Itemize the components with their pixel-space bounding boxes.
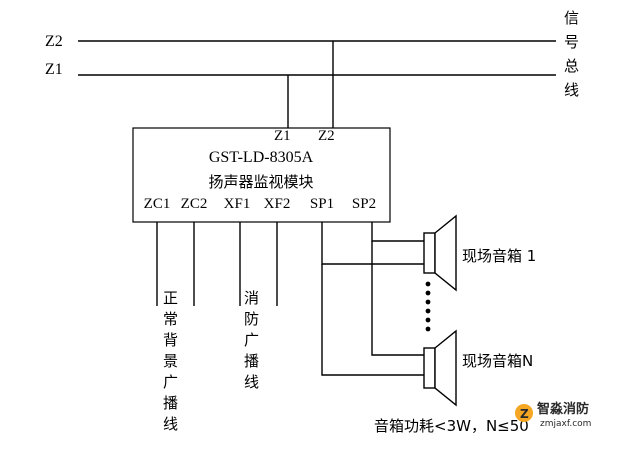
module-model: GST-LD-8305A <box>209 149 314 166</box>
normal-bg-char: 播 <box>163 394 178 412</box>
speaker-n-icon <box>423 329 457 407</box>
bus-label-z2: Z2 <box>45 33 63 50</box>
module-term-sp1: SP1 <box>310 196 334 212</box>
module-term-zc2: ZC2 <box>181 196 208 212</box>
bus-title-char: 信 <box>564 9 579 27</box>
speaker-n-label: 现场音箱N <box>462 352 533 370</box>
normal-bg-char: 正 <box>163 289 178 307</box>
module-name: 扬声器监视模块 <box>208 173 313 191</box>
watermark-site: zmjaxf.com <box>540 419 591 429</box>
module-term-xf1: XF1 <box>224 196 251 212</box>
module-term-z2: Z2 <box>318 128 335 144</box>
speaker-1-label: 现场音箱 1 <box>462 247 536 265</box>
svg-text:Z: Z <box>520 407 529 421</box>
normal-bg-char: 线 <box>163 415 178 433</box>
module-term-z1: Z1 <box>274 128 291 144</box>
fire-bc-char: 线 <box>244 373 259 391</box>
bus-title-char: 号 <box>564 33 579 51</box>
module-term-sp2: SP2 <box>352 196 376 212</box>
bus-title-char: 总 <box>564 57 579 75</box>
fire-bc-char: 广 <box>244 331 259 349</box>
fire-broadcast-label: 消 防 广 播 线 <box>244 289 259 391</box>
speaker-ellipsis-dots <box>425 281 431 332</box>
bus-title: 信 号 总 线 <box>564 9 579 99</box>
watermark: Z 智淼消防 zmjaxf.com <box>515 401 591 429</box>
module-term-xf2: XF2 <box>264 196 291 212</box>
bus-title-char: 线 <box>564 81 579 99</box>
speaker-wiring <box>321 222 424 376</box>
bus-label-z1: Z1 <box>45 61 63 78</box>
speaker-power-note: 音箱功耗<3W，N≤50 <box>374 417 529 435</box>
normal-bg-char: 背 <box>163 331 178 349</box>
normal-bg-char: 景 <box>163 352 178 370</box>
speaker-1-icon <box>423 214 457 292</box>
brand-logo-icon: Z <box>515 404 533 422</box>
module-box <box>132 127 391 223</box>
normal-bg-broadcast-label: 正 常 背 景 广 播 线 <box>163 289 178 433</box>
normal-bg-char: 广 <box>163 373 178 391</box>
fire-bc-char: 防 <box>244 310 259 328</box>
module-term-zc1: ZC1 <box>144 196 171 212</box>
watermark-brand: 智淼消防 <box>537 401 589 417</box>
fire-bc-char: 播 <box>244 352 259 370</box>
fire-bc-char: 消 <box>244 289 259 307</box>
normal-bg-char: 常 <box>163 310 178 328</box>
